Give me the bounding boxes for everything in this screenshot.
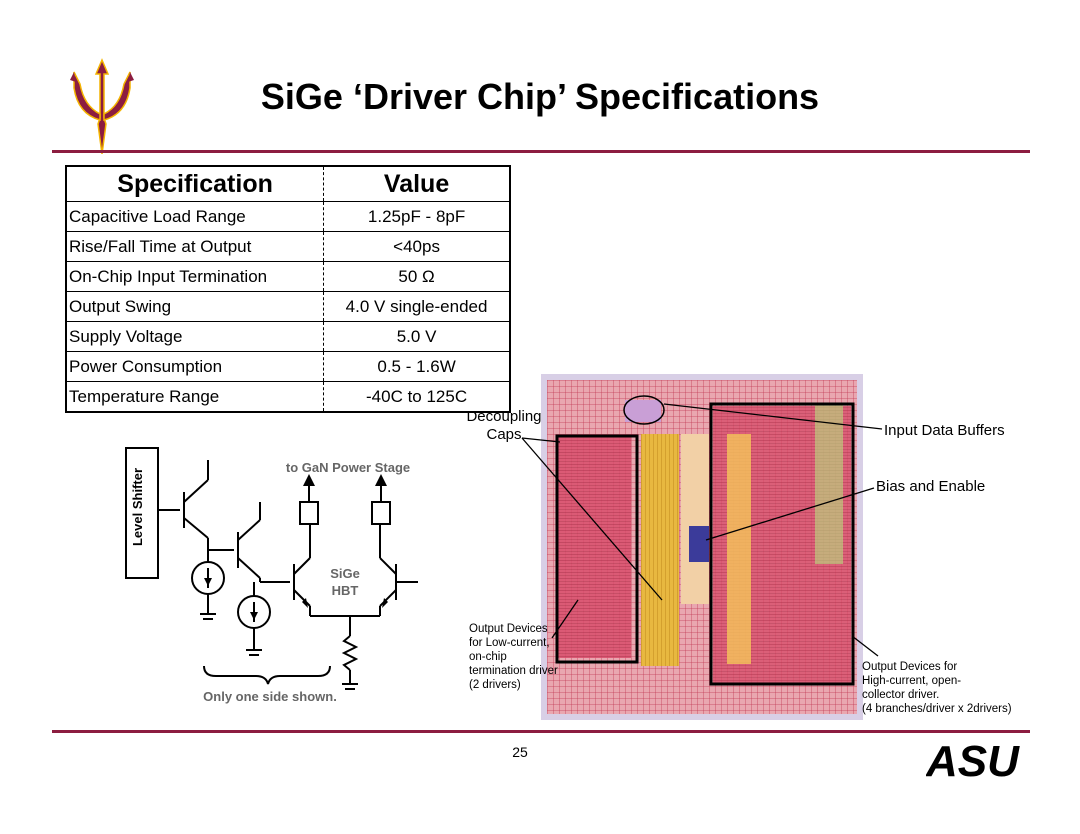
spec-table: Specification Value Capacitive Load Rang… [65,165,511,413]
hbt-label: HBT [332,583,359,598]
spec-table-header: Specification Value [66,166,510,202]
circuit-caption: Only one side shown. [203,689,337,704]
die-layout-image [541,374,863,720]
spec-name: Temperature Range [69,386,220,406]
bottom-divider [52,730,1030,733]
spec-value: 4.0 V single-ended [323,291,510,322]
gan-stage-label: to GaN Power Stage [286,460,410,475]
asu-logo-icon: ASU [926,737,1020,780]
table-row: Temperature Range -40C to 125C [66,381,510,412]
spec-header: Specification [66,166,324,202]
table-row: Supply Voltage 5.0 V [66,321,510,352]
spec-value: 0.5 - 1.6W [323,351,510,382]
table-row: Rise/Fall Time at Output <40ps [66,231,510,262]
top-divider [52,150,1030,153]
spec-value: 50 Ω [323,261,510,292]
spec-name: Capacitive Load Range [66,201,324,232]
caps-label: Caps [486,426,522,443]
circuit-schematic: Level Shifter to GaN Power Stage SiGe HB… [125,447,418,704]
low-current-label: Output Devices for Low-current, on-chip … [469,623,558,691]
table-row: Output Swing 4.0 V single-ended [66,291,510,322]
value-header: Value [323,166,510,202]
spec-value: 1.25pF - 8pF [323,201,510,232]
spec-name: Power Consumption [66,351,324,382]
sige-label: SiGe [330,566,360,581]
spec-name: Rise/Fall Time at Output [66,231,324,262]
level-shifter-label: Level Shifter [130,468,145,546]
table-row: Capacitive Load Range 1.25pF - 8pF [66,201,510,232]
spec-value: 5.0 V [323,321,510,352]
spec-name: Output Swing [66,291,324,322]
page-number: 25 [512,744,528,760]
table-row: On-Chip Input Termination 50 Ω [66,261,510,292]
spec-value: -40C to 125C [323,381,510,412]
high-current-label: Output Devices for High-current, open- c… [862,661,1012,715]
spec-name: On-Chip Input Termination [66,261,324,292]
spec-value: <40ps [323,231,510,262]
pitchfork-icon [70,58,134,154]
decoupling-label: Decoupling [466,408,542,425]
spec-name: Supply Voltage [66,321,324,352]
input-buffers-label: Input Data Buffers [884,422,1005,439]
asu-logo-text: ASU [926,737,1020,780]
table-row: Power Consumption 0.5 - 1.6W [66,351,510,382]
slide-title: SiGe ‘Driver Chip’ Specifications [260,76,820,117]
bias-enable-label: Bias and Enable [876,478,986,495]
